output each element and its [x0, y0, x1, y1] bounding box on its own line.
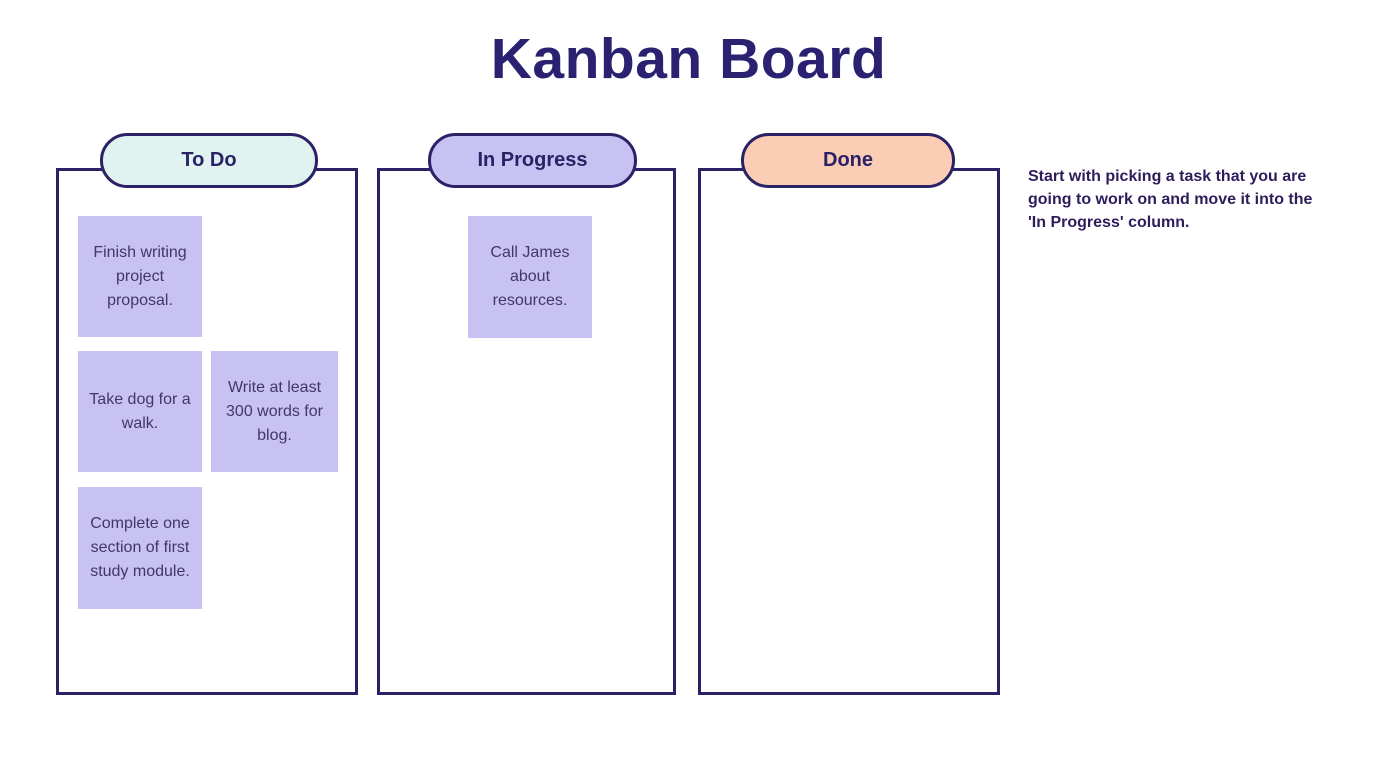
task-card[interactable]: Call James about resources.	[468, 216, 592, 338]
page-title: Kanban Board	[490, 27, 887, 91]
instruction-text: Start with picking a task that you are g…	[1028, 168, 1313, 231]
column-header-todo: To Do	[100, 133, 318, 188]
task-card-text: Complete one section of first study modu…	[90, 515, 190, 580]
task-card[interactable]: Complete one section of first study modu…	[78, 487, 202, 609]
task-card-text: Call James about resources.	[490, 244, 570, 309]
task-card[interactable]: Write at least 300 words for blog.	[211, 351, 338, 472]
task-card[interactable]: Take dog for a walk.	[78, 351, 202, 472]
task-card-text: Write at least 300 words for blog.	[226, 378, 323, 444]
task-card-text: Finish writing project proposal.	[93, 243, 187, 309]
task-card-text: Take dog for a walk.	[89, 390, 191, 432]
column-header-todo-label: To Do	[181, 149, 237, 171]
column-header-done: Done	[741, 133, 955, 188]
column-done[interactable]	[698, 168, 1000, 695]
column-header-in-progress: In Progress	[428, 133, 637, 188]
column-header-in-progress-label: In Progress	[477, 149, 588, 171]
task-card[interactable]: Finish writing project proposal.	[78, 216, 202, 337]
column-header-done-label: Done	[823, 149, 873, 171]
